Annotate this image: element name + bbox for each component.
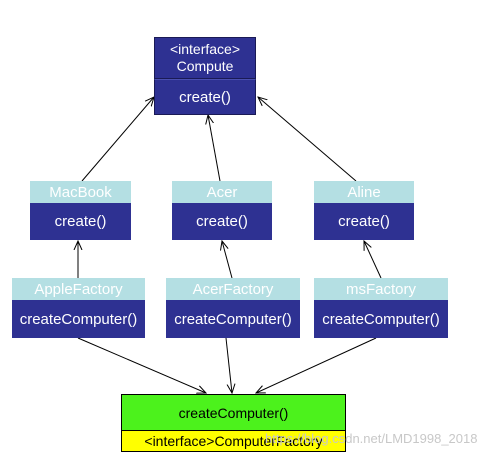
product-name-acer: Acer: [206, 183, 238, 201]
edge-acerfactory-to-acer: [222, 241, 233, 279]
factory-name-acer: AcerFactory: [192, 280, 274, 298]
product-header-macbook: MacBook: [30, 181, 131, 203]
computer-factory-header: <interface>ComputerFactory: [122, 431, 345, 451]
compute-name: Compute: [176, 58, 234, 74]
watermark: https://blog.csdn.net/LMD1998_2018: [265, 431, 478, 446]
factory-method-label-apple: createComputer(): [19, 310, 138, 328]
factory-method-apple: createComputer(): [12, 300, 145, 338]
product-header-aline: Aline: [314, 181, 414, 203]
factory-header-acer: AcerFactory: [166, 278, 300, 300]
edge-aline-to-compute: [258, 97, 357, 182]
product-name-aline: Aline: [347, 183, 381, 201]
product-method-label-macbook: create(): [54, 213, 107, 230]
edge-acerfactory-to-computerfactory: [225, 337, 232, 393]
product-box-aline: Aline create(): [314, 181, 414, 240]
factory-name-ms: msFactory: [345, 280, 416, 298]
product-method-aline: create(): [314, 203, 414, 240]
edge-macbook-to-compute: [81, 97, 154, 182]
product-method-acer: create(): [172, 203, 272, 240]
factory-header-ms: msFactory: [314, 278, 448, 300]
factory-box-apple: AppleFactory createComputer(): [12, 278, 145, 338]
product-method-label-acer: create(): [196, 213, 248, 230]
product-method-label-aline: create(): [338, 213, 390, 230]
compute-stereotype: <interface>: [169, 41, 241, 57]
product-box-acer: Acer create(): [172, 181, 272, 240]
computer-factory-box: createComputer() <interface>ComputerFact…: [121, 394, 346, 452]
product-header-acer: Acer: [172, 181, 272, 203]
compute-interface-header: <interface> Compute: [154, 37, 256, 79]
product-name-macbook: MacBook: [49, 183, 112, 201]
factory-method-ms: createComputer(): [314, 300, 448, 338]
edge-applefactory-to-computerfactory: [77, 337, 206, 393]
factory-header-apple: AppleFactory: [12, 278, 145, 300]
computer-factory-name: <interface>ComputerFactory: [144, 433, 323, 449]
computer-factory-method: createComputer(): [122, 395, 345, 431]
compute-method-label: create(): [179, 88, 231, 106]
factory-box-ms: msFactory createComputer(): [314, 278, 448, 338]
product-box-macbook: MacBook create(): [30, 181, 131, 240]
factory-method-label-ms: createComputer(): [322, 310, 440, 328]
compute-interface-box: <interface> Compute create(): [154, 37, 256, 115]
edge-msfactory-to-computerfactory: [256, 337, 377, 393]
factory-box-acer: AcerFactory createComputer(): [166, 278, 300, 338]
edge-msfactory-to-aline: [364, 241, 382, 279]
product-method-macbook: create(): [30, 203, 131, 240]
factory-method-acer: createComputer(): [166, 300, 300, 338]
factory-name-apple: AppleFactory: [34, 280, 123, 298]
factory-method-label-acer: createComputer(): [174, 310, 292, 328]
compute-method: create(): [154, 79, 256, 115]
edge-acer-to-compute: [208, 115, 221, 182]
computer-factory-method-label: createComputer(): [178, 404, 289, 421]
